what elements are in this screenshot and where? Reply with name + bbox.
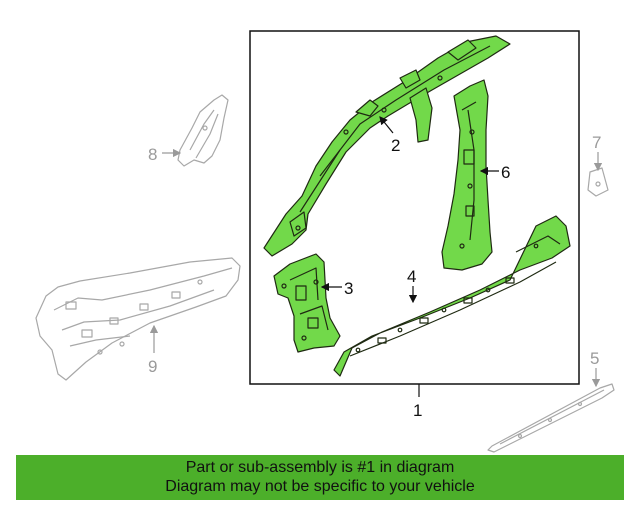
part-8-upper-bracket[interactable] — [177, 94, 229, 167]
parts-diagram: 1 2 3 4 6 5 7 8 9 — [35, 30, 615, 453]
callout-7: 7 — [592, 133, 601, 152]
callout-3: 3 — [344, 279, 353, 298]
banner-line-1: Part or sub-assembly is #1 in diagram — [185, 459, 455, 476]
callout-5: 5 — [590, 349, 599, 368]
callout-2: 2 — [391, 136, 400, 155]
callout-4: 4 — [407, 267, 416, 286]
assembly-frame — [249, 30, 580, 385]
banner-line-2: Diagram may not be specific to your vehi… — [165, 478, 475, 495]
info-banner: Part or sub-assembly is #1 in diagram Di… — [16, 455, 624, 500]
part-5-rocker-reinforcement[interactable] — [487, 383, 615, 453]
part-9-side-reinforcement[interactable] — [35, 257, 241, 381]
callout-1: 1 — [413, 401, 422, 420]
part-6-center-pillar[interactable] — [441, 79, 493, 271]
part-7-bracket[interactable] — [587, 167, 609, 197]
callout-9: 9 — [148, 357, 157, 376]
callout-8: 8 — [148, 145, 157, 164]
part-4-rocker[interactable] — [333, 215, 571, 377]
callout-2-leader — [379, 116, 394, 134]
callout-6: 6 — [501, 163, 510, 182]
part-2-roof-rail[interactable] — [263, 35, 511, 257]
part-3-hinge-pillar[interactable] — [273, 253, 341, 353]
